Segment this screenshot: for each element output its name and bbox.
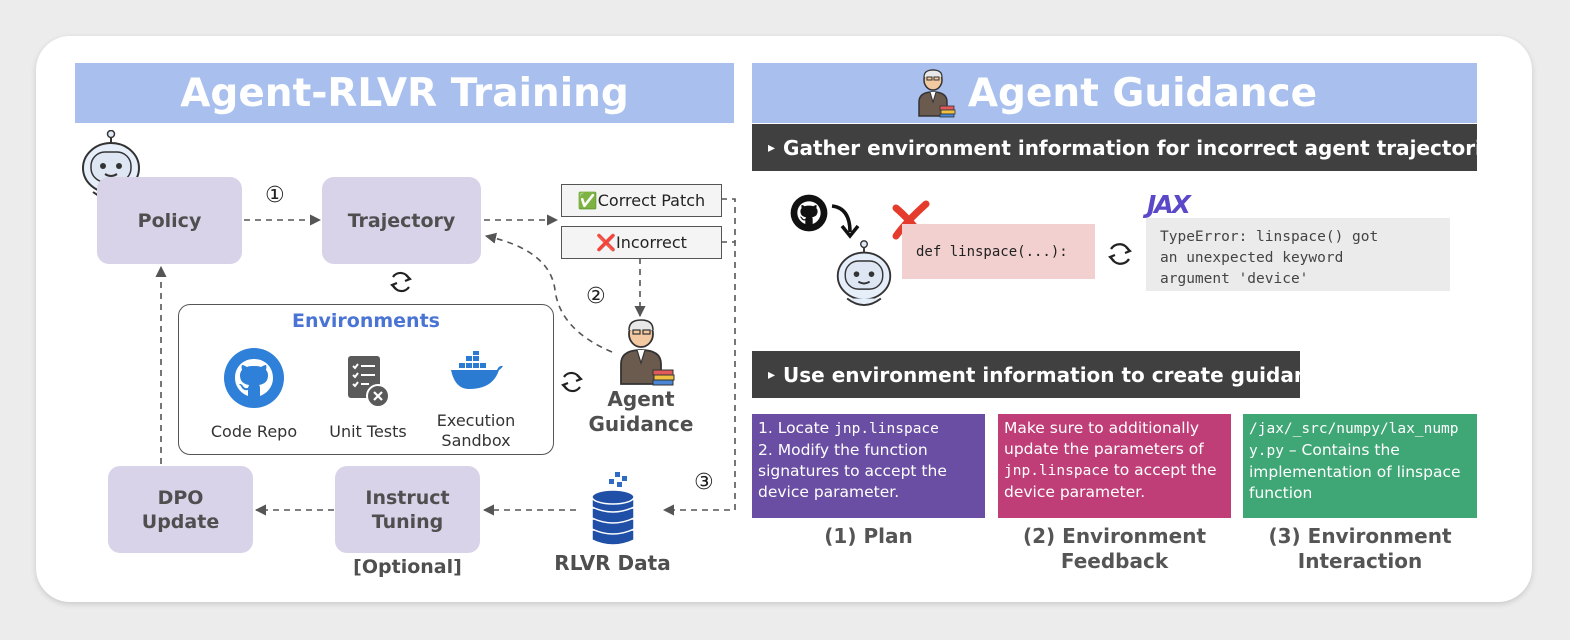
plan-line2: 2. Modify the function signatures to acc… bbox=[758, 441, 947, 501]
error-line-3: argument 'device' bbox=[1160, 271, 1309, 287]
instruct-tuning-node: Instruct Tuning bbox=[335, 466, 480, 553]
feedback-text2: to accept the device parameter. bbox=[1004, 461, 1217, 501]
correct-check-icon: ✅ bbox=[577, 191, 598, 210]
correct-patch-label: Correct Patch bbox=[597, 191, 706, 210]
left-title: Agent-RLVR Training bbox=[180, 70, 629, 116]
caption-plan: (1) Plan bbox=[752, 524, 985, 549]
unit-tests-label: Unit Tests bbox=[329, 422, 407, 441]
optional-label: [Optional] bbox=[353, 556, 462, 578]
feedback-box: Make sure to additionally update the par… bbox=[998, 414, 1231, 518]
agent-guidance-line2: Guidance bbox=[588, 412, 694, 436]
agent-guidance-icon bbox=[620, 319, 675, 386]
policy-node: Policy bbox=[97, 177, 242, 264]
robot-small-icon bbox=[836, 240, 892, 306]
arrow-guidance-trajectory bbox=[484, 232, 613, 353]
old-man-icon bbox=[918, 69, 956, 118]
error-box: TypeError: linspace() got an unexpected … bbox=[1146, 218, 1450, 291]
left-title-bar: Agent-RLVR Training bbox=[75, 63, 734, 123]
incorrect-box: ❌ Incorrect bbox=[561, 226, 722, 259]
feedback-text1: Make sure to additionally update the par… bbox=[1004, 419, 1204, 458]
docker-icon bbox=[451, 351, 503, 389]
curved-arrow-icon bbox=[831, 204, 860, 239]
right-title-bar: Agent Guidance bbox=[752, 63, 1477, 123]
environments-title: Environments bbox=[292, 310, 440, 332]
cycle-icon-environment bbox=[561, 371, 583, 393]
database-icon bbox=[591, 472, 635, 546]
error-line-2: an unexpected keyword bbox=[1160, 250, 1344, 266]
gather-bar-text: Gather environment information for incor… bbox=[783, 135, 1508, 160]
github-icon bbox=[224, 348, 284, 408]
dpo-label-line2: Update bbox=[141, 510, 220, 533]
jax-logo: JAX bbox=[1147, 190, 1191, 219]
right-title: Agent Guidance bbox=[967, 70, 1318, 116]
trajectory-label: Trajectory bbox=[347, 209, 456, 232]
use-bar-marker: ▸ bbox=[768, 366, 776, 383]
execution-label-line1: Execution bbox=[436, 411, 516, 430]
caption-feedback-line1: (2) Environment bbox=[1023, 524, 1206, 548]
interaction-box: /jax/_src/numpy/lax_numpy.py – Contains … bbox=[1243, 414, 1477, 518]
arrow-patches-rlvr bbox=[662, 198, 736, 516]
feedback-code: jnp.linspace bbox=[1004, 463, 1109, 479]
plan-line1-code: jnp.linspace bbox=[834, 421, 939, 437]
caption-feedback: (2) Environment Feedback bbox=[998, 524, 1231, 574]
dpo-label-line1: DPO bbox=[157, 486, 204, 509]
trajectory-node: Trajectory bbox=[322, 177, 481, 264]
incorrect-label: Incorrect bbox=[616, 233, 687, 252]
cycle-icon-error bbox=[1108, 243, 1132, 265]
instruct-label-line1: Instruct bbox=[365, 486, 450, 509]
step-3-number: ③ bbox=[694, 470, 714, 495]
caption-plan-line1: (1) Plan bbox=[824, 524, 913, 548]
error-line-1: TypeError: linspace() got bbox=[1160, 229, 1379, 245]
policy-label: Policy bbox=[137, 209, 202, 232]
dpo-update-node: DPO Update bbox=[108, 466, 253, 553]
code-snippet: def linspace(...): bbox=[916, 243, 1068, 260]
execution-label-line2: Sandbox bbox=[441, 431, 511, 450]
caption-interaction: (3) Environment Interaction bbox=[1243, 524, 1477, 574]
interaction-text: – Contains the implementation of linspac… bbox=[1249, 441, 1461, 502]
gather-bar: ▸ Gather environment information for inc… bbox=[752, 124, 1507, 171]
github-small-icon bbox=[790, 194, 828, 232]
plan-line1-prefix: 1. Locate bbox=[758, 419, 835, 437]
caption-interaction-line2: Interaction bbox=[1297, 549, 1423, 573]
step-2-number: ② bbox=[586, 284, 606, 309]
incorrect-x-icon: ❌ bbox=[596, 233, 617, 252]
caption-feedback-line2: Feedback bbox=[1060, 549, 1169, 573]
code-snippet-box: def linspace(...): bbox=[902, 224, 1095, 279]
use-bar-text: Use environment information to create gu… bbox=[783, 362, 1334, 387]
execution-sandbox-label: Execution Sandbox bbox=[421, 411, 531, 451]
agent-guidance-line1: Agent bbox=[607, 387, 675, 411]
gather-bar-marker: ▸ bbox=[768, 139, 776, 156]
plan-box: 1. Locate jnp.linspace 2. Modify the fun… bbox=[752, 414, 985, 518]
step-1-number: ① bbox=[265, 183, 285, 208]
cycle-icon-trajectory bbox=[390, 271, 412, 293]
instruct-label-line2: Tuning bbox=[371, 510, 444, 533]
correct-patch-box: ✅ Correct Patch bbox=[561, 184, 722, 217]
unit-tests-icon bbox=[348, 356, 390, 408]
interaction-code: /jax/_src/numpy/lax_numpy.py bbox=[1249, 421, 1459, 459]
caption-interaction-line1: (3) Environment bbox=[1268, 524, 1452, 548]
rlvr-data-label: RLVR Data bbox=[554, 551, 671, 575]
code-repo-label: Code Repo bbox=[210, 422, 298, 441]
environments-box: Environments Code Repo Unit Tests Execut… bbox=[178, 304, 554, 455]
use-bar: ▸ Use environment information to create … bbox=[752, 351, 1334, 398]
agent-guidance-label: Agent Guidance bbox=[580, 387, 702, 437]
